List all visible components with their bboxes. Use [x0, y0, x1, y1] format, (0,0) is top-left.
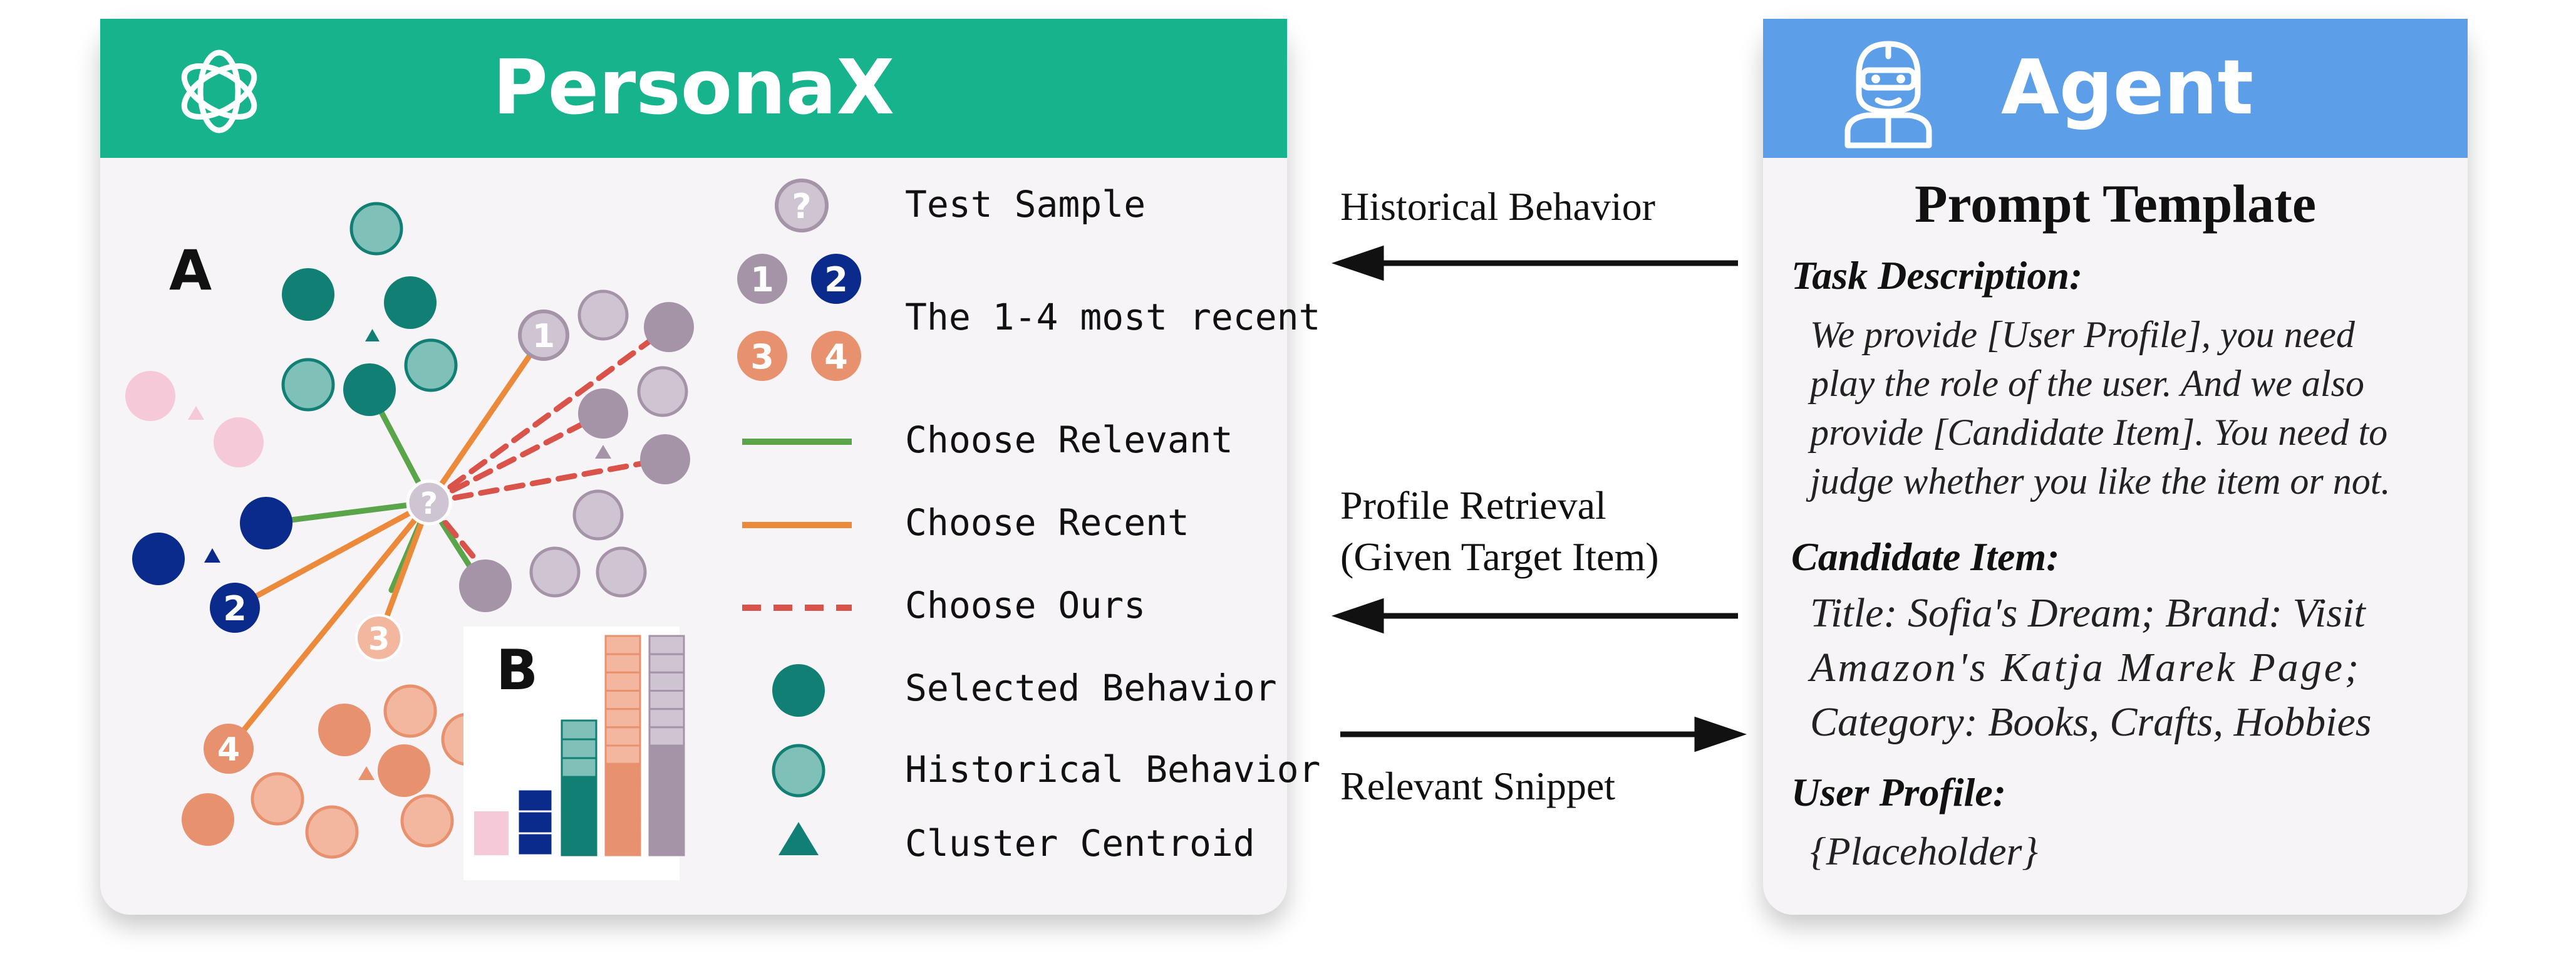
- candidate-line: Title: Sofia's Dream; Brand: Visit: [1810, 590, 2366, 636]
- bar-segment: [604, 635, 641, 655]
- bar-segment: [648, 818, 685, 838]
- label-profile-retrieval-2: (Given Target Item): [1340, 534, 1659, 579]
- flow-arrows: [1331, 245, 1747, 752]
- teal-cluster: [281, 202, 458, 416]
- bar-teal: [561, 719, 597, 856]
- bar-segment: [604, 653, 641, 674]
- bar-segment: [648, 671, 685, 692]
- bar-segment: [648, 781, 685, 802]
- bar-segment: [648, 836, 685, 856]
- svg-text:3: 3: [750, 337, 774, 377]
- personax-header: PersonaX: [100, 19, 1287, 158]
- bar-navy: [517, 788, 554, 856]
- agent-panel: Agent Prompt Template Task Description: …: [1763, 19, 2468, 915]
- user-profile-body: {Placeholder}: [1810, 829, 2038, 873]
- user-profile-heading: User Profile:: [1791, 770, 2007, 814]
- robot-agent-icon: [1844, 41, 1932, 148]
- legend-label-cluster-centroid: Cluster Centroid: [905, 822, 1255, 865]
- task-description-body: We provide [User Profile], you need play…: [1810, 310, 2455, 506]
- personax-panel: PersonaX A: [100, 19, 1320, 915]
- diagram-label-b: B: [496, 638, 538, 702]
- bar-pink: [474, 811, 509, 855]
- task-line: We provide [User Profile], you need: [1810, 314, 2355, 355]
- candidate-line: Category: Books, Crafts, Hobbies: [1810, 699, 2372, 745]
- bar-segment: [648, 726, 685, 747]
- candidate-line: Amazon's Katja Marek Page;: [1810, 645, 2362, 690]
- svg-text:?: ?: [792, 187, 811, 226]
- bar-segment: [604, 781, 641, 802]
- task-line: provide [Candidate Item]. You need to: [1810, 412, 2388, 453]
- recent-number-4: 4: [217, 731, 240, 769]
- svg-text:2: 2: [824, 260, 848, 299]
- label-relevant-snippet: Relevant Snippet: [1340, 764, 1616, 808]
- bar-segment: [604, 708, 641, 729]
- legend-historical-behavior-icon: [772, 744, 825, 798]
- legend-label-test-sample: Test Sample: [905, 183, 1146, 226]
- legend-selected-behavior-icon: [772, 664, 825, 717]
- legend-label-choose-ours: Choose Ours: [905, 584, 1146, 627]
- inset-b-chart: B: [463, 627, 685, 880]
- bar-segment: [648, 744, 685, 765]
- label-profile-retrieval-1: Profile Retrieval: [1340, 483, 1606, 528]
- bar-segment: [604, 762, 641, 783]
- navy-cluster: 2: [132, 497, 292, 633]
- task-description-heading: Task Description:: [1791, 253, 2083, 298]
- legend-recent-2-icon: [811, 254, 861, 304]
- label-historical-behavior: Historical Behavior: [1340, 184, 1655, 229]
- legend-test-sample-icon: [775, 179, 829, 232]
- prompt-template-title: Prompt Template: [1914, 174, 2316, 234]
- pink-cluster: [125, 371, 264, 467]
- recent-number-1: 1: [532, 318, 555, 355]
- agent-header: Agent: [1763, 19, 2468, 158]
- legend-label-most-recent: The 1-4 most recent: [905, 296, 1321, 338]
- candidate-item-heading: Candidate Item:: [1791, 534, 2060, 579]
- legend-label-historical-behavior: Historical Behavior: [905, 748, 1321, 791]
- bar-segment: [604, 744, 641, 765]
- legend-recent-3-icon: [737, 331, 787, 381]
- recent-number-2: 2: [223, 589, 247, 628]
- bar-segment: [648, 762, 685, 783]
- recent-lines: [225, 332, 547, 752]
- bar-segment: [604, 726, 641, 747]
- svg-text:1: 1: [750, 260, 774, 299]
- bar-segment: [648, 635, 685, 655]
- legend-recent-1-icon: [737, 254, 787, 304]
- recent-number-3: 3: [368, 621, 390, 657]
- legend-label-choose-recent: Choose Recent: [905, 501, 1189, 544]
- openai-logo-icon: [181, 49, 257, 133]
- bar-segment: [604, 818, 641, 838]
- legend-label-selected-behavior: Selected Behavior: [905, 667, 1277, 709]
- svg-text:4: 4: [824, 337, 848, 377]
- candidate-item-body: Title: Sofia's Dream; Brand: Visit Amazo…: [1810, 586, 2455, 749]
- bar-segment: [648, 799, 685, 820]
- legend-label-choose-relevant: Choose Relevant: [905, 419, 1233, 461]
- legend-symbols: ? 1 2 3 4: [737, 179, 861, 855]
- test-sample-node: ?: [406, 479, 452, 526]
- cluster-diagram: A: [125, 179, 861, 880]
- bar-segment: [648, 690, 685, 710]
- bar-purple: [648, 635, 685, 856]
- bar-orange: [604, 635, 641, 856]
- diagram-label-a: A: [169, 238, 212, 303]
- bar-segment: [604, 671, 641, 692]
- bar-segment: [604, 690, 641, 710]
- bar-segment: [604, 836, 641, 856]
- personax-title: PersonaX: [492, 44, 895, 132]
- bar-segment: [648, 708, 685, 729]
- legend-recent-4-icon: [811, 331, 861, 381]
- agent-title: Agent: [2001, 44, 2253, 132]
- bar-segment: [648, 653, 685, 674]
- purple-cluster: 1: [459, 289, 694, 612]
- legend-cluster-centroid-icon: [778, 822, 819, 855]
- orange-cluster: 3 4: [182, 614, 495, 859]
- task-line: judge whether you like the item or not.: [1810, 460, 2391, 502]
- task-line: play the role of the user. And we also: [1810, 363, 2364, 404]
- bar-segment: [604, 799, 641, 820]
- svg-text:?: ?: [420, 486, 438, 521]
